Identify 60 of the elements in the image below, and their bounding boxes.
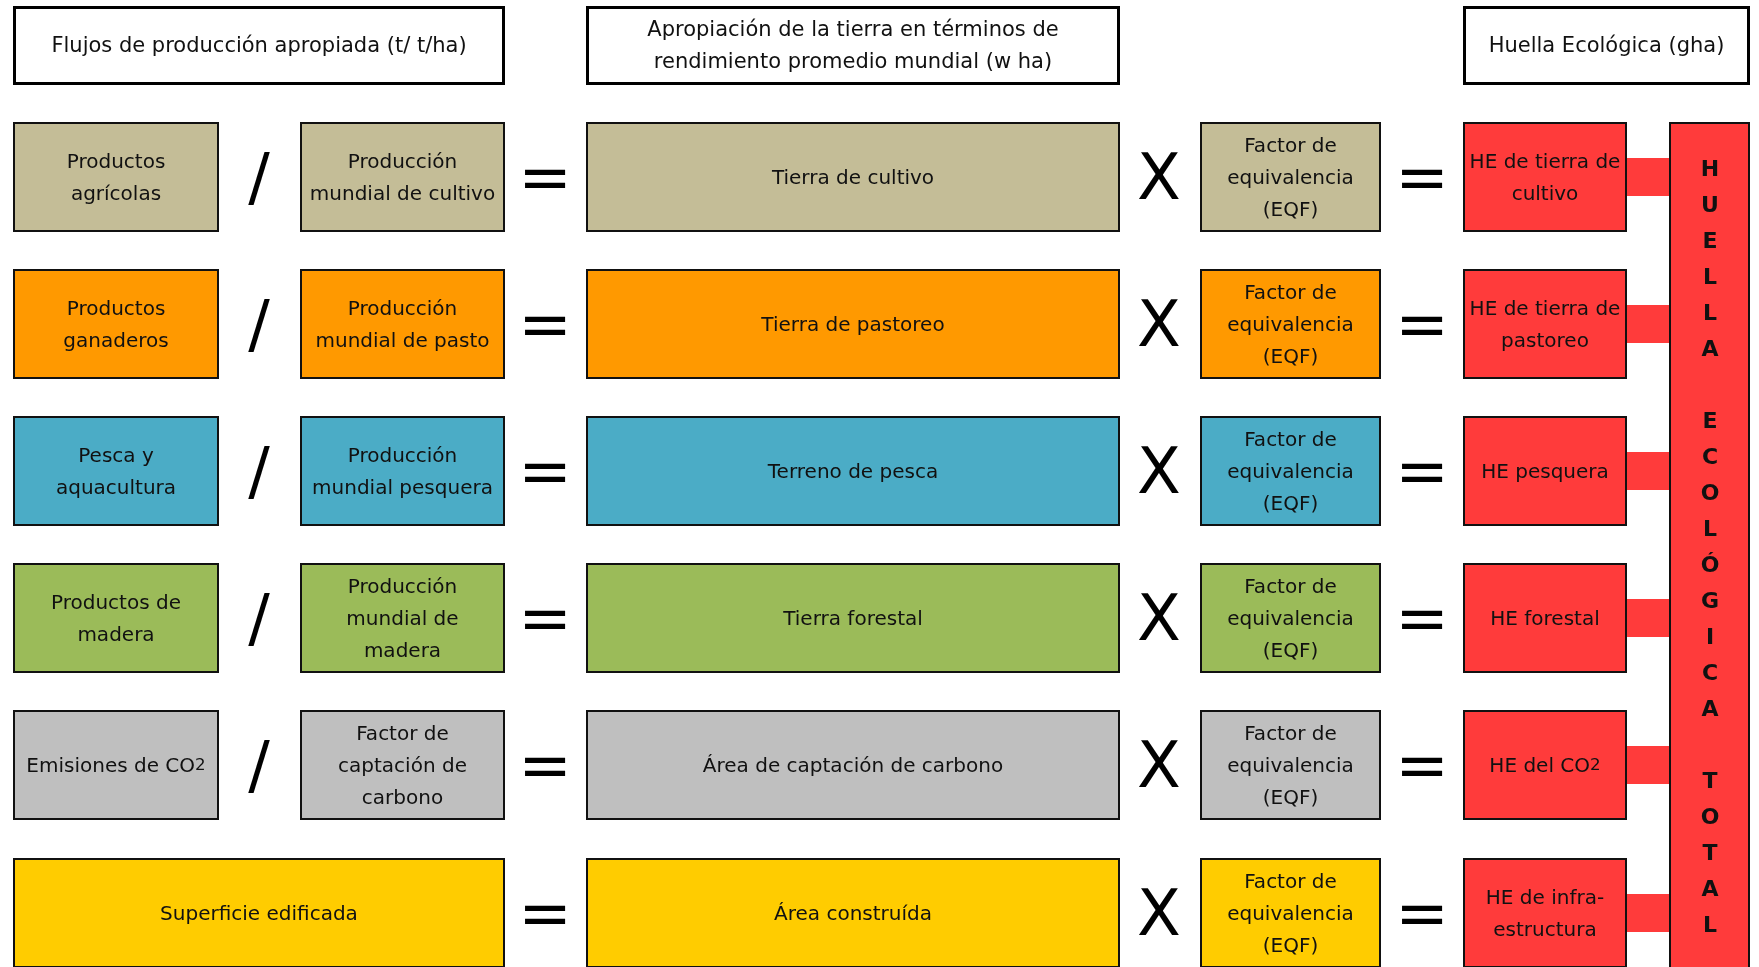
footprint-box: HE de tierra de cultivo	[1463, 122, 1627, 232]
operator-sign: /	[248, 439, 270, 503]
operator-sign: =	[518, 586, 572, 650]
factor-box: Factor de equivalencia (EQF)	[1200, 563, 1381, 673]
factor-box: Factor de equivalencia (EQF)	[1200, 416, 1381, 526]
category-box: Productos de madera	[13, 563, 219, 673]
factor-box: Factor de equivalencia (EQF)	[1200, 269, 1381, 379]
footprint-box: HE de tierra de pastoreo	[1463, 269, 1627, 379]
operator-sign: =	[518, 145, 572, 209]
operator-sign: =	[1395, 292, 1449, 356]
operator-sign: =	[518, 439, 572, 503]
footprint-box: HE de infra-estructura	[1463, 858, 1627, 967]
factor-box: Factor de equivalencia (EQF)	[1200, 858, 1381, 967]
total-footprint-bar: HUELLA ECOLÓGICA TOTAL	[1669, 122, 1750, 967]
header-box: Huella Ecológica (gha)	[1463, 6, 1750, 85]
header-box: Apropiación de la tierra en términos de rendimiento promedio mundial (w ha)	[586, 6, 1120, 85]
land-area-box: Tierra forestal	[586, 563, 1120, 673]
operator-sign: X	[1137, 145, 1181, 209]
category-box: Superficie edificada	[13, 858, 505, 967]
operator-sign: /	[248, 145, 270, 209]
operator-sign: =	[518, 733, 572, 797]
operator-sign: =	[1395, 439, 1449, 503]
header-box: Flujos de producción apropiada (t/ t/ha)	[13, 6, 505, 85]
operator-sign: /	[248, 586, 270, 650]
land-area-box: Área de captación de carbono	[586, 710, 1120, 820]
footprint-box: HE forestal	[1463, 563, 1627, 673]
operator-sign: =	[518, 881, 572, 945]
operator-sign: =	[1395, 145, 1449, 209]
factor-box: Factor de equivalencia (EQF)	[1200, 122, 1381, 232]
connector-bridge	[1625, 305, 1671, 343]
land-area-box: Terreno de pesca	[586, 416, 1120, 526]
operator-sign: =	[1395, 881, 1449, 945]
land-area-box: Tierra de pastoreo	[586, 269, 1120, 379]
connector-bridge	[1625, 746, 1671, 784]
connector-bridge	[1625, 599, 1671, 637]
operator-sign: X	[1137, 586, 1181, 650]
production-box: Factor de captación de carbono	[300, 710, 505, 820]
operator-sign: X	[1137, 292, 1181, 356]
category-box: Productos agrícolas	[13, 122, 219, 232]
category-box: Productos ganaderos	[13, 269, 219, 379]
operator-sign: =	[1395, 733, 1449, 797]
land-area-box: Área construída	[586, 858, 1120, 967]
production-box: Producción mundial pesquera	[300, 416, 505, 526]
connector-bridge	[1625, 894, 1671, 932]
operator-sign: =	[1395, 586, 1449, 650]
connector-bridge	[1625, 158, 1671, 196]
production-box: Producción mundial de madera	[300, 563, 505, 673]
factor-box: Factor de equivalencia (EQF)	[1200, 710, 1381, 820]
production-box: Producción mundial de pasto	[300, 269, 505, 379]
land-area-box: Tierra de cultivo	[586, 122, 1120, 232]
operator-sign: /	[248, 733, 270, 797]
operator-sign: X	[1137, 881, 1181, 945]
footprint-box: HE pesquera	[1463, 416, 1627, 526]
connector-bridge	[1625, 452, 1671, 490]
category-box: Pesca y aquacultura	[13, 416, 219, 526]
operator-sign: /	[248, 292, 270, 356]
production-box: Producción mundial de cultivo	[300, 122, 505, 232]
operator-sign: X	[1137, 733, 1181, 797]
operator-sign: X	[1137, 439, 1181, 503]
operator-sign: =	[518, 292, 572, 356]
